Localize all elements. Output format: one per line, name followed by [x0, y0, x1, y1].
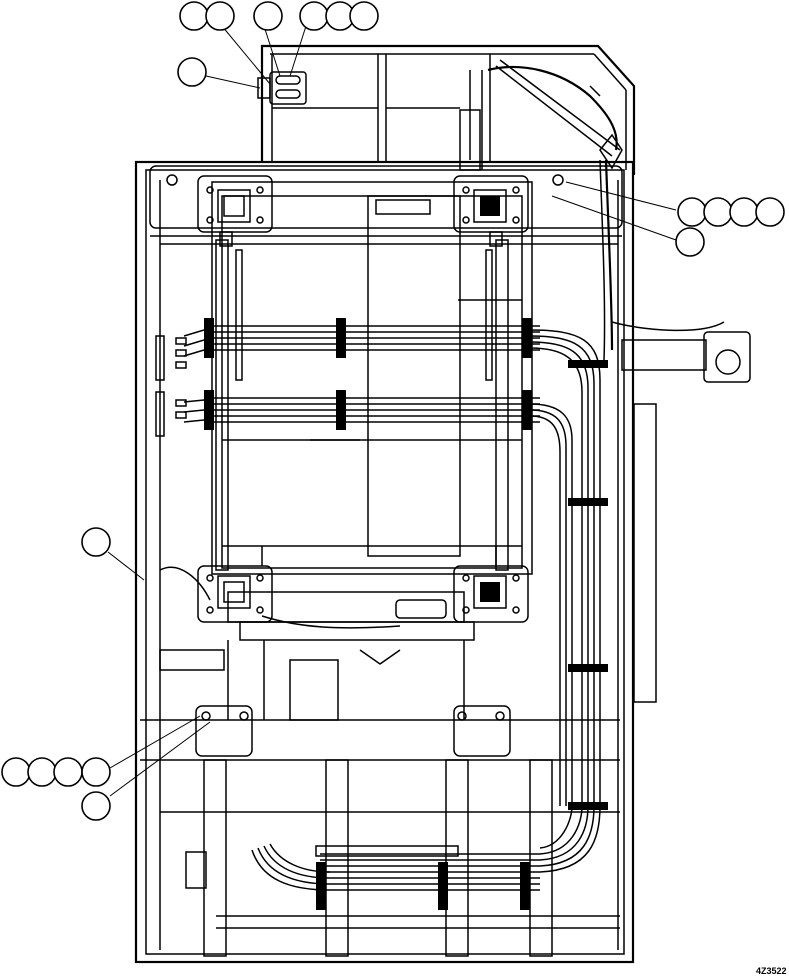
lower-structure	[140, 566, 620, 957]
callout-balloon	[81, 757, 111, 787]
callout-balloon	[179, 1, 209, 31]
callout-group-top-left-single	[177, 57, 207, 87]
callout-group-top-left-chain	[179, 1, 379, 31]
callout-balloon	[177, 57, 207, 87]
left-connectors	[155, 335, 187, 437]
callout-balloon	[27, 757, 57, 787]
central-panel	[211, 181, 533, 575]
hose-bundle-lower	[251, 843, 540, 910]
outer-frame	[134, 160, 635, 964]
callout-balloon	[703, 197, 733, 227]
callout-balloon	[81, 527, 111, 557]
mount-bottom-right	[453, 565, 529, 623]
callout-group-top-right-single	[675, 227, 705, 257]
callout-balloon	[253, 1, 283, 31]
document-number: 4Z3522	[756, 966, 787, 976]
callout-balloon	[205, 1, 235, 31]
hose-bundle-upper-1	[183, 318, 540, 358]
callout-balloon	[755, 197, 785, 227]
callout-balloon	[1, 757, 31, 787]
callout-balloon	[675, 227, 705, 257]
top-extension	[260, 44, 636, 175]
mount-top-left	[197, 175, 273, 247]
lower-crossbar	[227, 591, 475, 720]
right-side-unit	[611, 321, 751, 703]
callout-group-bottom-left-chain	[1, 757, 111, 787]
leader-lines	[107, 25, 677, 797]
callout-group-left-mid-single	[81, 527, 111, 557]
callout-balloon	[729, 197, 759, 227]
callout-balloon	[53, 757, 83, 787]
hose-bundle-upper-2	[183, 390, 540, 430]
mount-top-right	[453, 175, 529, 247]
callout-balloon	[349, 1, 379, 31]
callout-balloon	[299, 1, 329, 31]
callout-group-bottom-left-single	[81, 791, 111, 821]
callout-balloon	[81, 791, 111, 821]
top-left-bracket	[257, 71, 307, 105]
top-right-cable	[459, 65, 623, 361]
callout-group-top-right-chain	[677, 197, 785, 227]
vertical-rails	[215, 239, 509, 571]
upper-bar	[149, 165, 623, 245]
callout-balloon	[677, 197, 707, 227]
hose-bundle-right-curve	[320, 329, 608, 873]
